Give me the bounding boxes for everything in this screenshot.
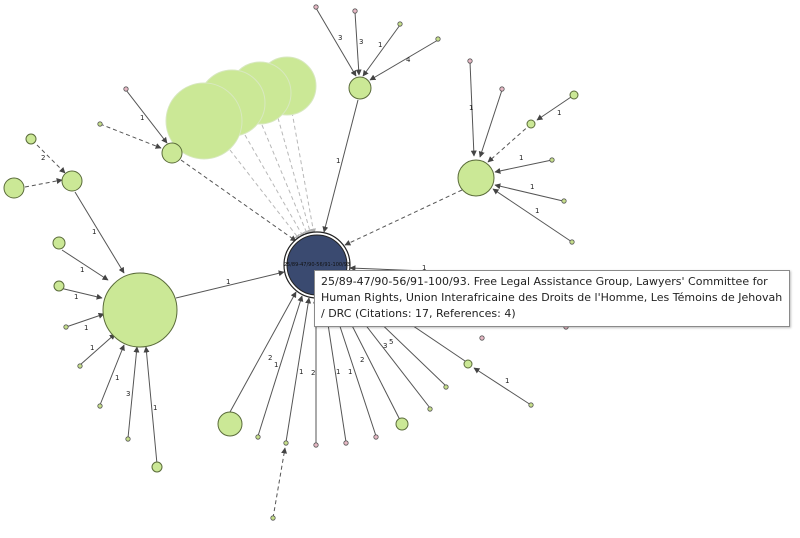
graph-node[interactable] — [97, 121, 103, 127]
graph-node[interactable] — [561, 198, 567, 204]
graph-node[interactable] — [102, 272, 178, 348]
edge-label: 1 — [92, 228, 96, 236]
edge-label: 3 — [359, 38, 363, 46]
graph-node[interactable] — [467, 58, 473, 64]
edge-label: 1 — [140, 114, 144, 122]
graph-node[interactable] — [397, 21, 403, 27]
graph-node[interactable] — [161, 142, 183, 164]
graph-node[interactable] — [463, 359, 473, 369]
edge-label: 1 — [348, 368, 352, 376]
graph-node[interactable] — [151, 461, 163, 473]
graph-node[interactable] — [313, 4, 319, 10]
edge-label: 5 — [389, 338, 393, 346]
edge-label: 3 — [383, 342, 387, 350]
graph-node[interactable] — [3, 177, 25, 199]
edge-label: 4 — [406, 56, 411, 64]
graph-node[interactable] — [352, 8, 358, 14]
graph-node[interactable] — [270, 515, 276, 521]
graph-node[interactable] — [123, 86, 129, 92]
graph-node[interactable] — [313, 442, 319, 448]
graph-node[interactable] — [165, 82, 243, 160]
edge-label: 1 — [505, 377, 509, 385]
graph-node[interactable] — [427, 406, 433, 412]
edge-label: 1 — [422, 264, 426, 272]
edge-label: 1 — [80, 266, 84, 274]
edge-label: 1 — [299, 368, 303, 376]
edge-label: 1 — [274, 361, 278, 369]
graph-node[interactable] — [217, 411, 243, 437]
graph-node[interactable] — [435, 36, 441, 42]
graph-node[interactable] — [395, 417, 409, 431]
node-tooltip: 25/89-47/90-56/91-100/93. Free Legal Ass… — [314, 270, 790, 327]
graph-node[interactable] — [348, 76, 372, 100]
edge-label: 1 — [74, 293, 78, 301]
graph-node[interactable] — [61, 170, 83, 192]
graph-node[interactable] — [569, 239, 575, 245]
graph-node[interactable] — [443, 384, 449, 390]
edges — [24, 7, 575, 519]
edge-label: 2 — [268, 354, 272, 362]
edge-label: 1 — [336, 368, 340, 376]
edge-label: 1 — [530, 183, 534, 191]
graph-node[interactable] — [549, 157, 555, 163]
edge-label: 3 — [338, 34, 342, 42]
graph-node[interactable] — [283, 440, 289, 446]
edge-label: 1 — [535, 207, 539, 215]
graph-node[interactable] — [255, 434, 261, 440]
overlapping-node-cluster[interactable] — [165, 56, 317, 160]
edge-label: 1 — [336, 157, 340, 165]
graph-node[interactable] — [52, 236, 66, 250]
edge-label: 1 — [115, 374, 119, 382]
graph-node[interactable] — [97, 403, 103, 409]
graph-node[interactable] — [569, 90, 579, 100]
edge-label: 1 — [153, 404, 157, 412]
graph-node[interactable] — [125, 436, 131, 442]
center-node-label: 25/89-47/90-56/91-100/93 — [284, 262, 350, 268]
edge-labels: 3 3 1 4 1 1 1 1 1 1 1 1 1 1 1 1 3 1 2 1 … — [41, 34, 561, 412]
hub-nodes[interactable] — [3, 76, 579, 473]
edge-label: 1 — [378, 41, 382, 49]
graph-node[interactable] — [25, 133, 37, 145]
edge-label: 2 — [360, 356, 364, 364]
tooltip-text: 25/89-47/90-56/91-100/93. Free Legal Ass… — [321, 275, 783, 320]
graph-node[interactable] — [63, 324, 69, 330]
edge-label: 2 — [41, 154, 45, 162]
graph-node[interactable] — [77, 363, 83, 369]
edge-label: 1 — [84, 324, 88, 332]
leaf-nodes[interactable] — [63, 4, 575, 521]
graph-node[interactable] — [53, 280, 65, 292]
edge-label: 1 — [469, 104, 473, 112]
graph-node[interactable] — [373, 434, 379, 440]
graph-node[interactable] — [457, 159, 495, 197]
edge-label: 1 — [557, 109, 561, 117]
graph-node[interactable] — [499, 86, 505, 92]
edge-label: 1 — [519, 154, 523, 162]
edge-label: 2 — [311, 369, 315, 377]
edge-label: 3 — [126, 390, 130, 398]
edge-label: 1 — [226, 278, 230, 286]
graph-node[interactable] — [528, 402, 534, 408]
graph-node[interactable] — [479, 335, 485, 341]
edge-label: 1 — [90, 344, 94, 352]
graph-node[interactable] — [526, 119, 536, 129]
graph-node[interactable] — [343, 440, 349, 446]
faded-edges — [229, 111, 316, 241]
